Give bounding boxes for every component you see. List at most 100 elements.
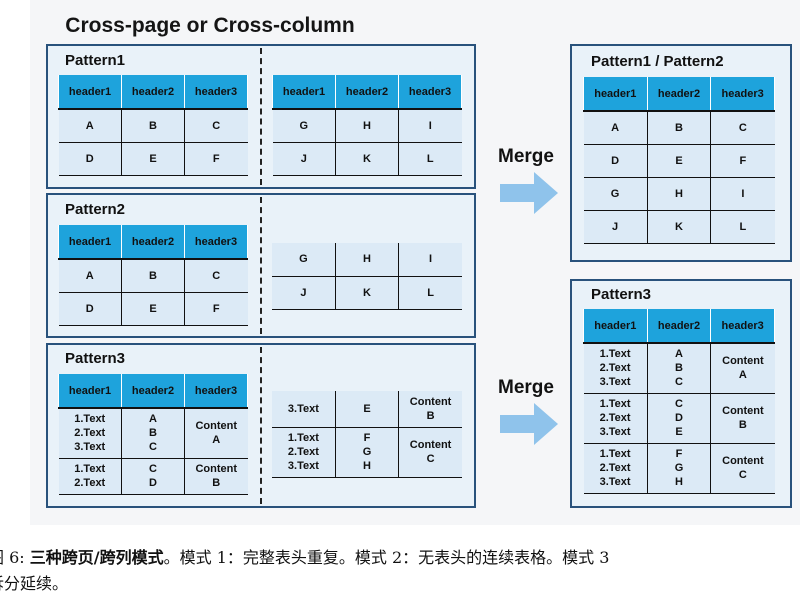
table-row: D E F bbox=[58, 292, 248, 326]
cell-text: G bbox=[610, 187, 620, 200]
cell-text: 1.Text bbox=[74, 463, 106, 475]
cell-text: 3.Text bbox=[287, 402, 319, 415]
cell-text: A bbox=[85, 269, 94, 282]
pattern2-label: Pattern2 bbox=[65, 201, 126, 218]
cell-text: C bbox=[426, 453, 435, 465]
cell-text: 1.Text bbox=[74, 413, 106, 426]
cell-text: G bbox=[299, 253, 308, 266]
cell-text: 2.Text bbox=[74, 427, 106, 440]
cell-text: B bbox=[149, 427, 157, 440]
cell-text: 2.Text bbox=[599, 462, 631, 474]
table-header-cell: header3 bbox=[184, 75, 248, 110]
cell-text: C bbox=[149, 441, 157, 454]
table-cell: K bbox=[646, 210, 711, 244]
cell-text: C bbox=[675, 398, 683, 410]
table-cell: C bbox=[184, 259, 248, 293]
table-header-cell: header3 bbox=[398, 75, 462, 110]
cell-text: J bbox=[612, 220, 619, 233]
table-header-cell: header1 bbox=[583, 309, 648, 344]
cell-text: D bbox=[85, 152, 94, 165]
table-row: J K L bbox=[583, 210, 775, 244]
table-cell: D bbox=[58, 292, 122, 326]
cell-text: B bbox=[675, 121, 683, 134]
table-cell: F bbox=[184, 142, 248, 176]
cell-text: 3.Text bbox=[287, 460, 319, 472]
merge-label-top: Merge bbox=[498, 146, 554, 167]
pattern3-label: Pattern3 bbox=[65, 350, 126, 367]
caption-bold: 三种跨页/跨列模式 bbox=[29, 548, 164, 567]
table-cell: J bbox=[272, 276, 336, 310]
cell-text: 2.Text bbox=[287, 446, 319, 458]
cell-text: G bbox=[674, 462, 684, 474]
table-header-cell: header3 bbox=[184, 225, 248, 260]
cell-text: F bbox=[212, 302, 220, 315]
table-cell: D bbox=[58, 142, 122, 176]
cell-text: Content bbox=[195, 463, 238, 475]
table-cell: H bbox=[646, 177, 711, 211]
table-header-cell: header2 bbox=[121, 75, 185, 110]
table-cell: C bbox=[184, 109, 248, 143]
figure-caption-line1: 图 6: 三种跨页/跨列模式。模式 1：完整表头重复。模式 2：无表头的连续表格… bbox=[0, 544, 609, 568]
pattern1-label: Pattern1 bbox=[65, 52, 126, 69]
cell-text: C bbox=[738, 469, 747, 481]
cell-text: Content bbox=[409, 439, 452, 451]
cell-text: F bbox=[212, 152, 220, 165]
cell-text: C bbox=[212, 269, 221, 282]
table-header-cell: header2 bbox=[121, 374, 185, 409]
cell-text: 1.Text bbox=[287, 432, 319, 444]
table-cell: 1.Text 2.Text 3.Text bbox=[272, 427, 336, 478]
cell-text: C bbox=[675, 376, 683, 389]
table-cell: L bbox=[398, 142, 462, 176]
cell-text: E bbox=[675, 426, 683, 438]
cell-text: E bbox=[149, 302, 157, 315]
cell-text: A bbox=[212, 434, 221, 447]
cell-text: C bbox=[212, 119, 221, 132]
cell-text: L bbox=[739, 220, 747, 233]
table-cell: E bbox=[121, 292, 185, 326]
cell-text: E bbox=[675, 154, 683, 167]
cell-text: H bbox=[363, 119, 371, 132]
cell-text: I bbox=[428, 119, 432, 132]
table-header-cell: header2 bbox=[121, 225, 185, 260]
table-header-cell: header3 bbox=[710, 77, 775, 112]
figure-title: Cross-page or Cross-column bbox=[65, 14, 355, 37]
result12-label: Pattern1 / Pattern2 bbox=[591, 53, 724, 70]
table-header-cell: header1 bbox=[583, 77, 648, 112]
cell-text: E bbox=[149, 152, 157, 165]
cell-text: 2.Text bbox=[599, 412, 631, 424]
table-cell: L bbox=[710, 210, 775, 244]
table-cell: F bbox=[710, 144, 775, 178]
table-header-cell: header1 bbox=[58, 374, 122, 409]
cell-text: G bbox=[362, 446, 372, 458]
caption-rest: 。模式 1：完整表头重复。模式 2：无表头的连续表格。模式 3 bbox=[163, 548, 610, 567]
table-cell: L bbox=[398, 276, 462, 310]
cell-text: 1.Text bbox=[599, 448, 631, 460]
table-cell: A bbox=[58, 109, 122, 143]
table-header-cell: header2 bbox=[335, 75, 399, 110]
cell-text: E bbox=[363, 402, 371, 415]
table-cell: B bbox=[121, 109, 185, 143]
cell-text: L bbox=[426, 152, 434, 165]
cell-text: Content bbox=[722, 355, 764, 368]
cell-text: A bbox=[85, 119, 94, 132]
cell-text: B bbox=[212, 477, 221, 489]
merge-arrow-bottom-icon bbox=[500, 403, 558, 445]
cell-text: H bbox=[363, 253, 371, 266]
cell-text: B bbox=[675, 362, 683, 375]
cell-text: Content bbox=[722, 455, 764, 467]
